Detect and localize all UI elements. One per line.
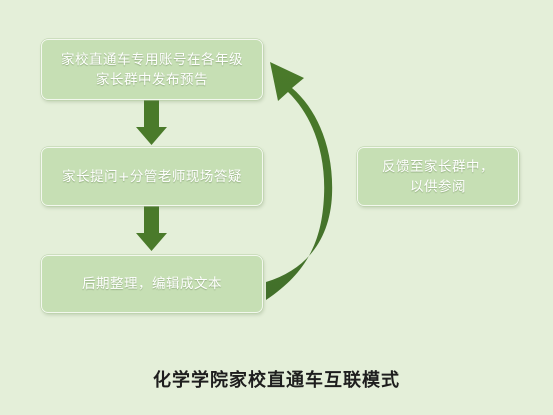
return-curve-arrow [266,62,333,300]
step-2-box: 家长提问+分管老师现场答疑 [41,147,263,206]
step-2-line-1: 家长提问+分管老师现场答疑 [62,168,242,185]
feedback-line-2: 以供参阅 [410,178,466,195]
step-1-line-1: 家校直通车专用账号在各年级 [61,51,243,68]
down-arrow-2 [136,206,167,251]
down-arrow-1 [136,100,167,145]
step-1-line-2: 家长群中发布预告 [96,71,208,88]
diagram-title: 化学学院家校直通车互联模式 [153,370,400,391]
feedback-box: 反馈至家长群中， 以供参阅 [357,147,519,206]
feedback-line-1: 反馈至家长群中， [382,158,494,175]
step-3-line-1: 后期整理，编辑成文本 [82,276,222,292]
step-3-box: 后期整理，编辑成文本 [41,255,263,313]
step-1-box: 家校直通车专用账号在各年级 家长群中发布预告 [41,39,263,100]
